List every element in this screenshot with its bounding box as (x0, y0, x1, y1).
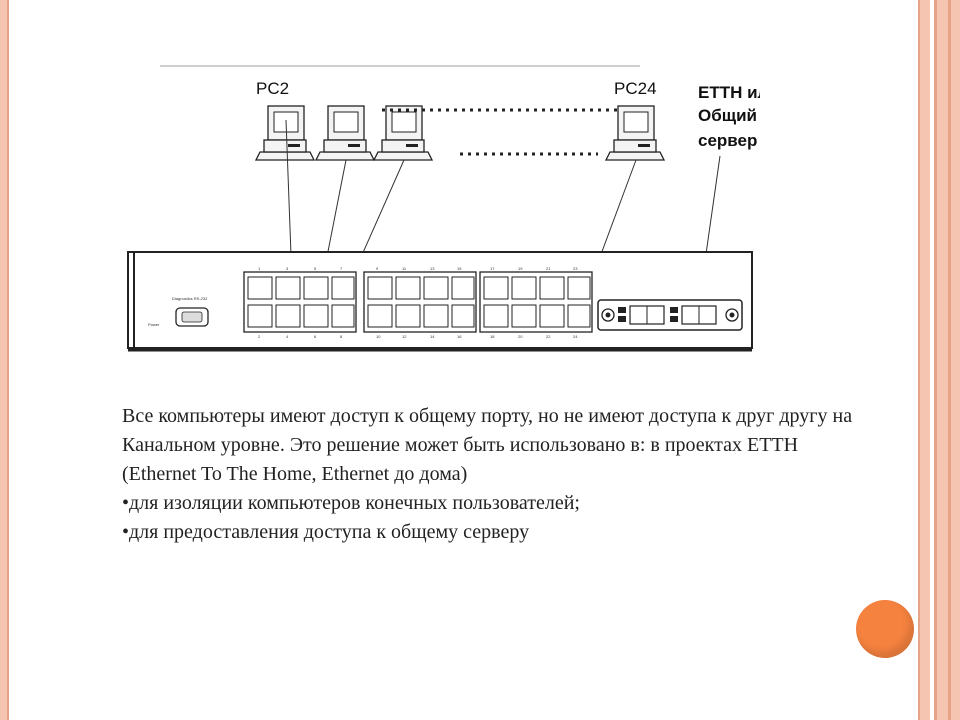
port-group-2 (363, 271, 477, 333)
svg-text:4: 4 (286, 334, 289, 339)
server-label: ETTH или Общий сервер (698, 83, 760, 150)
svg-text:9: 9 (376, 266, 379, 271)
svg-text:5: 5 (314, 266, 317, 271)
slide-left-border (0, 0, 9, 720)
svg-text:3: 3 (286, 266, 289, 271)
svg-text:20: 20 (518, 334, 523, 339)
svg-text:Diagnostics RS-232: Diagnostics RS-232 (172, 296, 208, 301)
port-group-3 (479, 271, 593, 333)
port-group-1 (243, 271, 357, 333)
svg-text:17: 17 (490, 266, 495, 271)
bullet-item: •для предоставления доступа к общему сер… (122, 521, 530, 543)
svg-text:22: 22 (546, 334, 551, 339)
svg-text:15: 15 (457, 266, 462, 271)
slide-body-text: Все компьютеры имеют доступ к общему пор… (122, 402, 862, 547)
svg-text:13: 13 (430, 266, 435, 271)
description-paragraph: Все компьютеры имеют доступ к общему пор… (122, 405, 853, 485)
svg-text:18: 18 (490, 334, 495, 339)
svg-text:16: 16 (457, 334, 462, 339)
svg-text:7: 7 (340, 266, 343, 271)
pc-icon (604, 105, 666, 161)
slide-right-border-line (948, 0, 951, 720)
bullet-item: •для изоляции компьютеров конечных польз… (122, 492, 580, 514)
svg-text:10: 10 (376, 334, 381, 339)
pc2-label: PC2 (256, 79, 289, 98)
svg-text:6: 6 (314, 334, 317, 339)
pc-icon (314, 105, 376, 161)
svg-text:24: 24 (573, 334, 578, 339)
decorative-orange-circle (856, 600, 914, 658)
svg-text:23: 23 (573, 266, 578, 271)
slide-right-border-inner (918, 0, 930, 720)
svg-text:19: 19 (518, 266, 523, 271)
svg-text:Power: Power (148, 322, 160, 327)
pc-icon (372, 105, 434, 161)
uplink-module (597, 299, 743, 331)
server-label-line-3: сервер (698, 131, 757, 150)
slide-right-border-outer (934, 0, 960, 720)
svg-text:14: 14 (430, 334, 435, 339)
pc24-label: PC24 (614, 79, 657, 98)
network-switch-diagram: PC2 PC24 ETTH или Общий сервер (127, 65, 760, 352)
network-switch: Diagnostics RS-232 Power (127, 251, 753, 352)
svg-text:12: 12 (402, 334, 407, 339)
server-label-line-2: Общий (698, 106, 757, 125)
svg-text:2: 2 (258, 334, 261, 339)
server-label-line-1: ETTH или (698, 83, 760, 102)
svg-text:21: 21 (546, 266, 551, 271)
svg-text:11: 11 (402, 266, 407, 271)
svg-text:8: 8 (340, 334, 343, 339)
pc-icon (254, 105, 316, 161)
svg-text:1: 1 (258, 266, 261, 271)
